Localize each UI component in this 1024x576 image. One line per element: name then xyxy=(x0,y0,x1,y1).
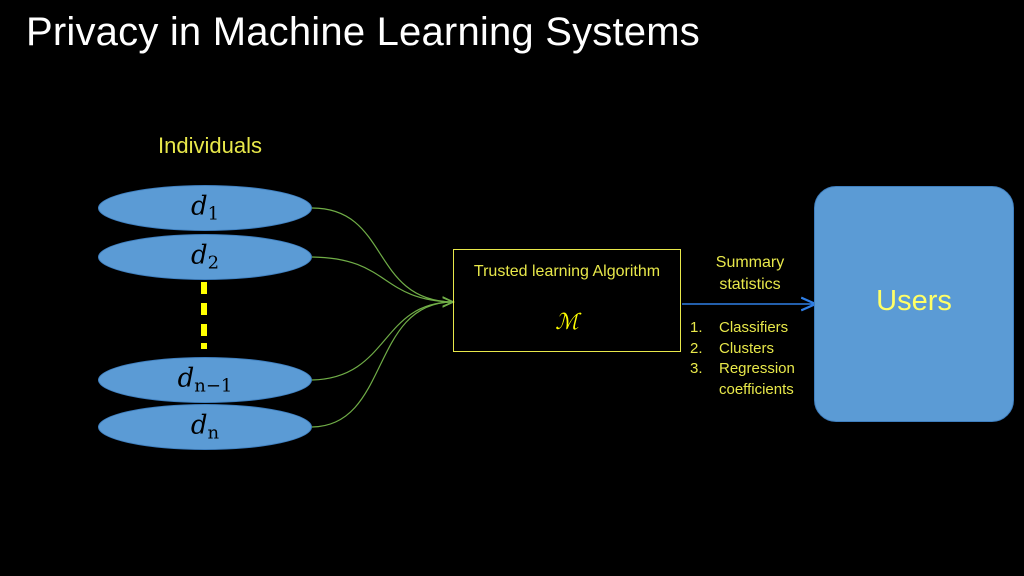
ellipsis-dash xyxy=(201,324,207,336)
summary-statistics-label: Summary statistics xyxy=(700,252,800,296)
connector-d2 xyxy=(311,256,452,302)
algorithm-symbol: ℳ xyxy=(555,310,579,335)
summary-line-2: statistics xyxy=(719,276,781,293)
individual-ellipse-d1: d1 xyxy=(98,185,312,231)
algorithm-box: Trusted learning Algorithm ℳ xyxy=(453,249,681,352)
list-item: 3. Regression coefficients xyxy=(690,359,809,400)
individual-label-d2: d2 xyxy=(190,240,220,274)
list-item-text: Regression coefficients xyxy=(719,360,795,398)
list-item-number: 2. xyxy=(690,339,703,357)
slide-title: Privacy in Machine Learning Systems xyxy=(26,10,700,54)
summary-statistics-list: 1. Classifiers 2. Clusters 3. Regression… xyxy=(690,318,809,400)
ellipsis-dash xyxy=(201,343,207,349)
individual-label-dn-minus-1: dn−1 xyxy=(177,363,233,397)
algorithm-label: Trusted learning Algorithm xyxy=(473,263,661,280)
individual-ellipse-dn: dn xyxy=(98,404,312,450)
users-label: Users xyxy=(876,285,952,317)
connector-dn xyxy=(311,302,452,428)
list-item: 2. Clusters xyxy=(690,339,809,360)
individual-ellipse-dn-minus-1: dn−1 xyxy=(98,357,312,403)
list-item-number: 1. xyxy=(690,319,703,336)
list-item-number: 3. xyxy=(690,360,703,377)
ellipsis-dash xyxy=(201,303,207,315)
summary-line-1: Summary xyxy=(715,254,785,271)
connector-dn1 xyxy=(311,302,452,381)
individual-label-dn: dn xyxy=(190,410,220,444)
connector-d1 xyxy=(311,207,452,302)
list-item-text: Classifiers xyxy=(719,319,789,336)
individual-label-d1: d1 xyxy=(190,191,220,225)
individual-ellipse-d2: d2 xyxy=(98,234,312,280)
ellipsis-dash xyxy=(201,282,207,294)
list-item: 1. Classifiers xyxy=(690,318,809,339)
individuals-label: Individuals xyxy=(158,133,262,158)
list-item-text: Clusters xyxy=(719,339,775,357)
users-box: Users xyxy=(814,186,1014,422)
